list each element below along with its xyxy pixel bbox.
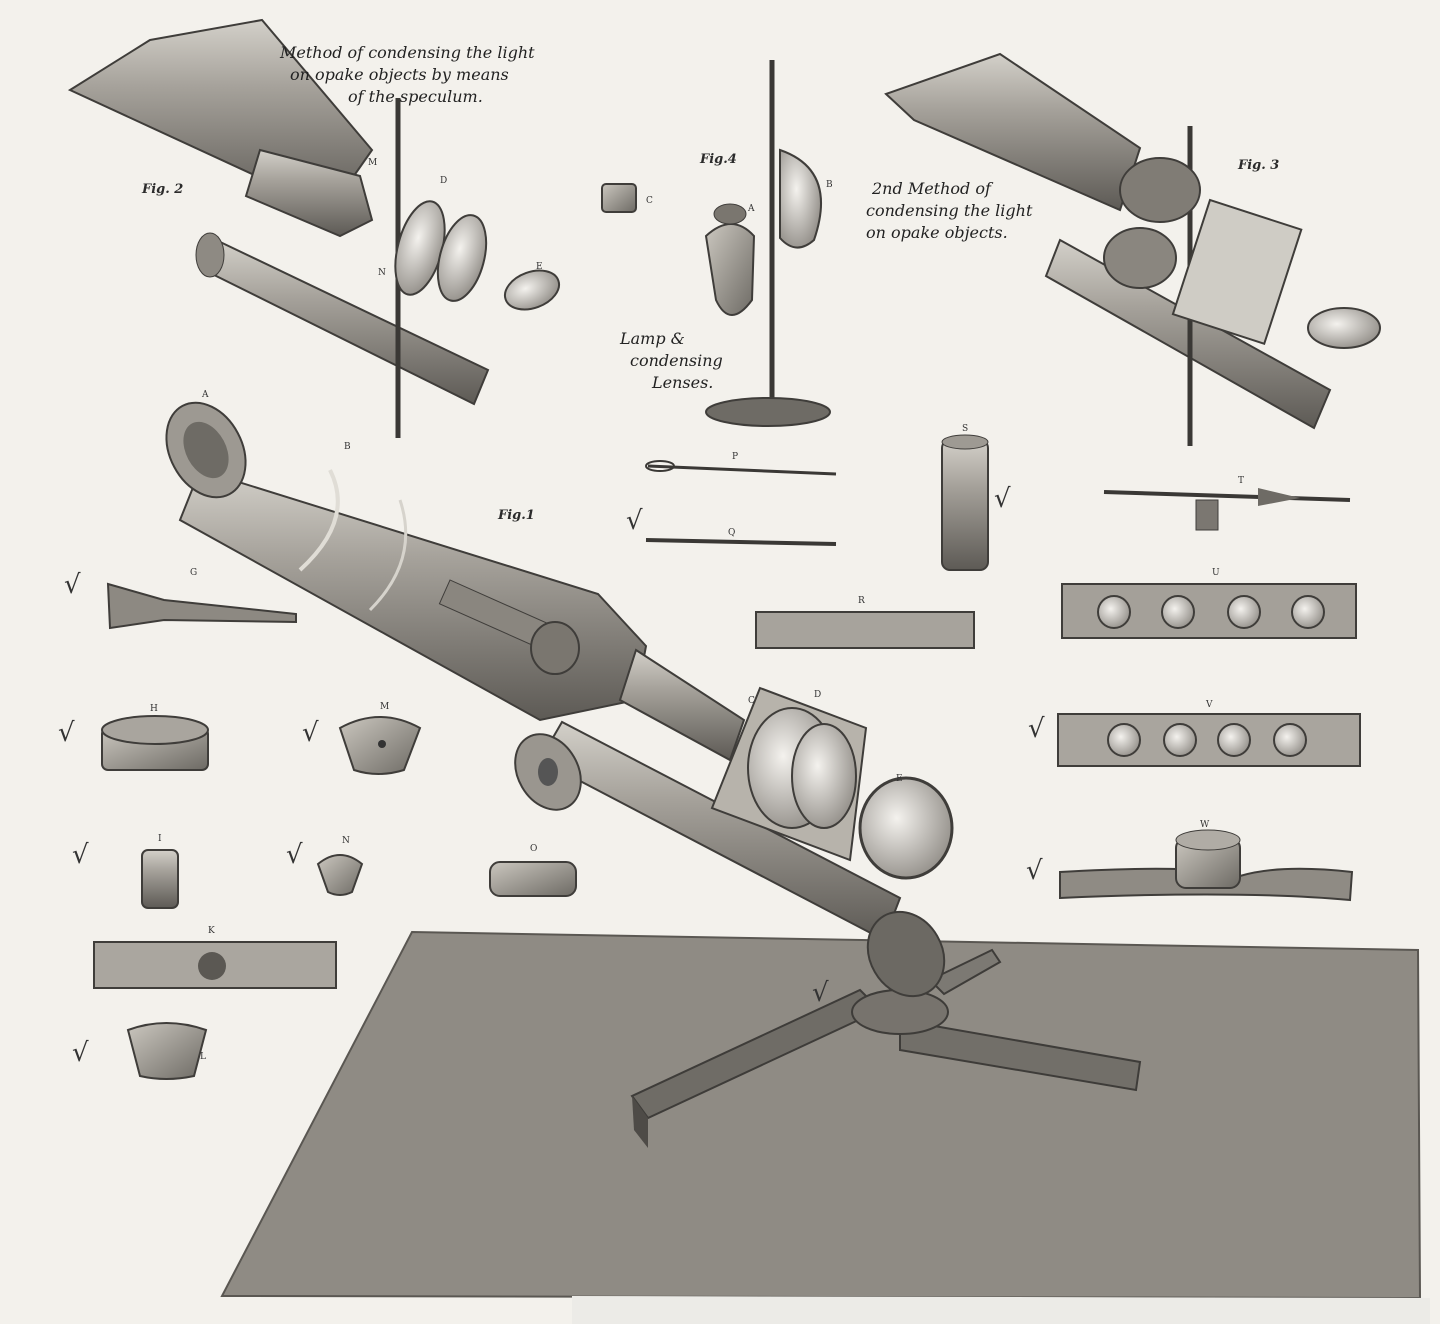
accessory-N	[316, 854, 364, 896]
label-O: O	[530, 844, 538, 854]
fig4-label-C: C	[646, 196, 654, 206]
fig4-label-A: A	[748, 204, 755, 214]
accessory-I	[141, 849, 179, 909]
check-mark-W: √	[1026, 856, 1043, 886]
fig1-label-A: A	[202, 390, 209, 400]
label-M: M	[380, 702, 390, 712]
lamp-caption-line2: condensing	[630, 351, 723, 370]
slider-K	[93, 941, 337, 989]
check-mark-Q: √	[626, 506, 643, 536]
label-H: H	[150, 704, 159, 714]
label-U: U	[1212, 568, 1221, 578]
check-mark-V: √	[1028, 714, 1045, 744]
label-S: S	[962, 424, 969, 434]
fig2-label: Fig. 2	[142, 182, 184, 197]
accessory-O	[489, 861, 577, 897]
accessory-G	[106, 582, 297, 630]
fig3-label: Fig. 3	[1238, 158, 1280, 173]
paper-strip	[572, 1296, 1430, 1324]
check-mark-H: √	[58, 718, 75, 748]
label-V: V	[1206, 700, 1213, 710]
fig2-label-E: E	[536, 262, 544, 272]
check-mark-M: √	[302, 718, 319, 748]
tripod-foot	[630, 948, 1142, 1148]
accessory-H	[101, 715, 209, 771]
check-mark-S: √	[994, 484, 1011, 514]
accessory-R	[755, 611, 975, 649]
slider-V	[1057, 713, 1361, 767]
fig2-caption-line2: on opake objects by means	[290, 65, 509, 84]
fig2-label-N: N	[378, 268, 387, 278]
lamp-caption-line3: Lenses.	[652, 373, 714, 392]
fig1-label: Fig.1	[498, 508, 535, 523]
slider-U	[1061, 583, 1357, 639]
fig3-caption-line2: condensing the light	[866, 201, 1033, 220]
fig3-caption-line1: 2nd Method of	[872, 179, 991, 198]
fig3-apparatus	[884, 52, 1381, 446]
lamp-caption-line1: Lamp &	[620, 329, 685, 348]
fig3-caption-line3: on opake objects.	[866, 223, 1008, 242]
fig2-label-M: M	[368, 158, 378, 168]
check-mark-L: √	[72, 1038, 89, 1068]
fig4-lamp	[601, 60, 831, 427]
accessory-Q	[645, 538, 837, 546]
check-mark-I: √	[72, 840, 89, 870]
fig2-apparatus	[67, 18, 561, 438]
check-mark-N: √	[286, 840, 303, 870]
check-mark-base: √	[812, 978, 829, 1008]
label-W: W	[1200, 820, 1210, 830]
fig2-label-D: D	[440, 176, 448, 186]
label-G: G	[190, 568, 198, 578]
label-K: K	[208, 926, 216, 936]
accessory-T	[1103, 488, 1351, 531]
accessory-L	[126, 1022, 208, 1080]
accessory-S	[941, 434, 989, 571]
label-L: L	[200, 1052, 207, 1062]
fig1-label-D: D	[814, 690, 822, 700]
accessory-M	[338, 716, 422, 775]
fig4-label-B: B	[826, 180, 834, 190]
fig1-label-B: B	[344, 442, 352, 452]
fig1-label-C: C	[748, 696, 756, 706]
label-I: I	[158, 834, 163, 844]
holder-W	[1059, 829, 1354, 902]
label-N: N	[342, 836, 351, 846]
label-R: R	[858, 596, 866, 606]
fig1-microscope	[165, 401, 954, 998]
label-T: T	[1238, 476, 1245, 486]
check-mark-G: √	[64, 570, 81, 600]
fig2-caption-line1: Method of condensing the light	[280, 43, 535, 62]
accessory-P	[645, 460, 837, 476]
label-P: P	[732, 452, 739, 462]
fig4-label: Fig.4	[700, 152, 737, 167]
fig2-caption-line3: of the speculum.	[348, 87, 483, 106]
fig1-label-E: E	[896, 774, 904, 784]
label-Q: Q	[728, 528, 736, 538]
